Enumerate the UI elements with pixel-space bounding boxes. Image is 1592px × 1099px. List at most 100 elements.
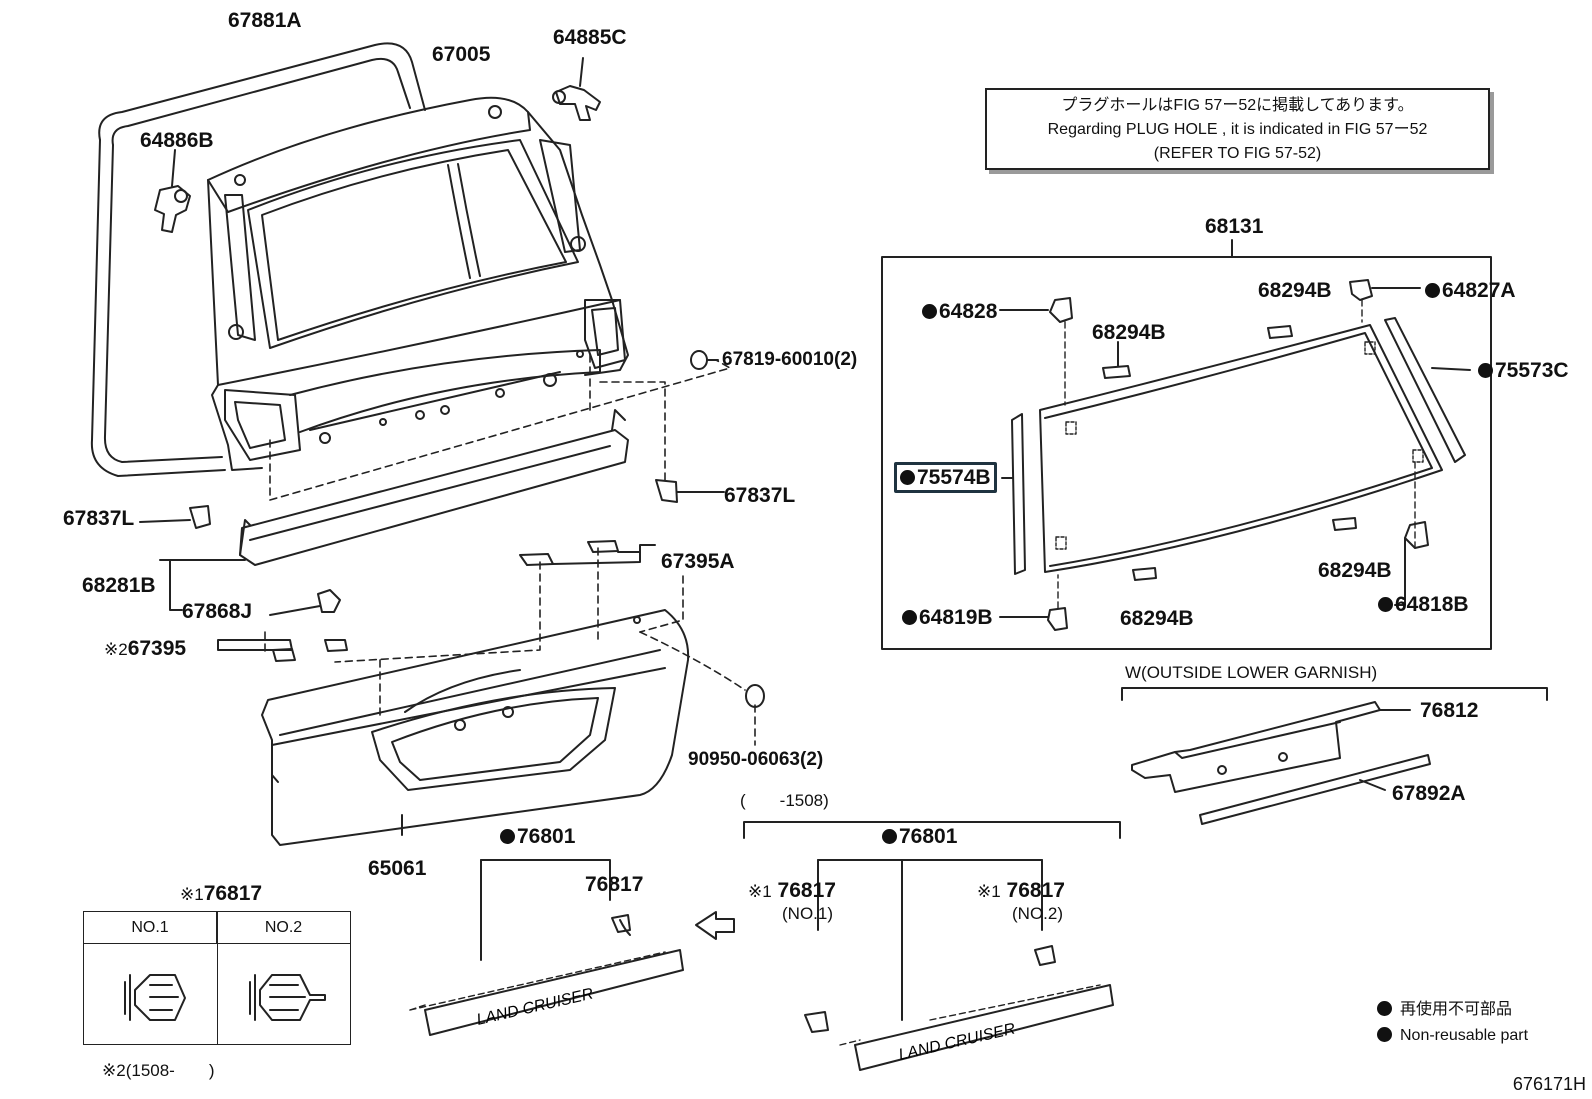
legend-text-ja: 再使用不可部品 — [1400, 1001, 1513, 1018]
mark-76817-table: ※1 — [180, 885, 204, 904]
label-76801-b-text: 76801 — [899, 825, 958, 848]
label-68294B-c[interactable]: 68294B — [1318, 559, 1392, 582]
non-reusable-dot-icon — [902, 610, 917, 625]
label-90950-06063[interactable]: 90950-06063(2) — [688, 749, 824, 770]
label-76817-no2[interactable]: ※1 76817 — [977, 880, 1065, 901]
mark-76817-no1: ※1 — [748, 882, 772, 901]
label-67395A[interactable]: 67395A — [661, 550, 735, 573]
non-reusable-dot-icon — [1478, 363, 1493, 378]
emblem-text-right: LAND CRUISER — [897, 1020, 1017, 1063]
hinge-64886B — [154, 149, 191, 233]
emblem-left — [409, 914, 684, 1036]
label-64886B[interactable]: 64886B — [140, 129, 214, 152]
pad-67395 — [217, 639, 348, 662]
table-header-no1: NO.1 — [84, 912, 217, 944]
clip-no2-icon — [249, 974, 326, 1021]
trim-68281B — [239, 409, 629, 566]
note-line-en: Regarding PLUG HOLE , it is indicated in… — [1047, 121, 1428, 138]
label-64885C[interactable]: 64885C — [553, 26, 627, 49]
label-76801-a-text: 76801 — [517, 825, 576, 848]
clip-type-table: NO.1 NO.2 — [83, 911, 351, 1045]
clip-no1-icon — [124, 974, 186, 1021]
fastener-64819B — [999, 574, 1068, 631]
footnote-2: ※2(1508- ) — [102, 1061, 215, 1080]
label-68294B-d[interactable]: 68294B — [1120, 607, 1194, 630]
label-68281B[interactable]: 68281B — [82, 574, 156, 597]
label-67837L-right[interactable]: 67837L — [724, 484, 796, 507]
label-65061[interactable]: 65061 — [368, 857, 427, 880]
label-64827A[interactable]: 64827A — [1425, 280, 1516, 301]
non-reusable-dot-icon — [1378, 597, 1393, 612]
label-64819B[interactable]: 64819B — [902, 607, 993, 628]
fastener-64818B — [1394, 461, 1429, 606]
table-divider — [217, 912, 218, 1044]
label-64827A-text: 64827A — [1442, 279, 1516, 302]
garnish-title: W(OUTSIDE LOWER GARNISH) — [1125, 663, 1378, 682]
legend-text-en: Non-reusable part — [1400, 1027, 1529, 1044]
label-75573C[interactable]: 75573C — [1478, 360, 1569, 381]
label-76801-b[interactable]: 76801 — [882, 826, 957, 847]
non-reusable-dot-icon — [1377, 1027, 1392, 1042]
fastener-64828 — [999, 297, 1073, 406]
label-67881A[interactable]: 67881A — [228, 9, 302, 32]
pad-67395A — [519, 540, 656, 566]
hinge-67837L-left — [139, 505, 211, 529]
figure-code: 676171H — [1512, 1074, 1586, 1094]
fastener-64827A — [1349, 279, 1421, 323]
molding-75574B — [1001, 413, 1026, 575]
back-window-glass — [1039, 324, 1443, 573]
label-76817-no1-text: 76817 — [777, 879, 836, 902]
label-67868J[interactable]: 67868J — [182, 600, 253, 623]
non-reusable-dot-icon — [1377, 1001, 1392, 1016]
label-64828[interactable]: 64828 — [922, 301, 997, 322]
label-67819-60010[interactable]: 67819-60010(2) — [722, 349, 858, 370]
label-64818B[interactable]: 64818B — [1378, 594, 1469, 615]
direction-arrow — [695, 911, 735, 940]
garnish-65061 — [261, 609, 690, 846]
plug-hole-note: プラグホールはFIG 57ー52に掲載してあります。 Regarding PLU… — [985, 88, 1490, 170]
non-reusable-dot-icon — [1425, 283, 1440, 298]
stopper-67819 — [690, 350, 719, 370]
mark-67395: ※2 — [104, 640, 128, 659]
label-67005[interactable]: 67005 — [432, 43, 491, 66]
label-68294B-a[interactable]: 68294B — [1258, 279, 1332, 302]
legend-item-en: Non-reusable part — [1377, 1023, 1528, 1049]
label-67892A[interactable]: 67892A — [1392, 782, 1466, 805]
label-76817-no2-text: 76817 — [1006, 879, 1065, 902]
back-door-67005 — [207, 96, 629, 471]
non-reusable-dot-icon — [882, 829, 897, 844]
mark-76817-no2: ※1 — [977, 882, 1001, 901]
label-67395[interactable]: ※267395 — [104, 638, 186, 659]
table-header-no2: NO.2 — [217, 912, 350, 944]
sub-76817-no2: (NO.2) — [1012, 904, 1063, 923]
label-75574B-text: 75574B — [917, 466, 991, 489]
legend: 再使用不可部品 Non-reusable part — [1377, 997, 1528, 1049]
range-label-1508: ( -1508) — [740, 791, 829, 810]
emblem-text-left: LAND CRUISER — [475, 985, 595, 1028]
seal-67892A — [1199, 754, 1431, 825]
garnish-76812 — [1131, 701, 1411, 793]
label-75574B[interactable]: 75574B — [894, 462, 997, 493]
label-64828-text: 64828 — [939, 300, 998, 323]
legend-item-ja: 再使用不可部品 — [1377, 997, 1528, 1023]
hinge-64885C — [552, 57, 601, 121]
weatherstrip-67881A — [90, 42, 426, 477]
label-76812[interactable]: 76812 — [1420, 699, 1479, 722]
label-67395-text: 67395 — [127, 637, 187, 660]
label-76817-table[interactable]: ※176817 — [180, 883, 262, 904]
label-67837L-left[interactable]: 67837L — [63, 507, 135, 530]
label-68294B-b[interactable]: 68294B — [1092, 321, 1166, 344]
spacers-68294B — [1102, 325, 1357, 581]
non-reusable-dot-icon — [922, 304, 937, 319]
label-76801-a[interactable]: 76801 — [500, 826, 575, 847]
label-76817-table-text: 76817 — [203, 882, 263, 905]
non-reusable-dot-icon — [900, 470, 915, 485]
label-75573C-text: 75573C — [1495, 359, 1569, 382]
label-76817-a[interactable]: 76817 — [585, 873, 644, 896]
hinge-67837L-right — [655, 479, 725, 503]
label-68131[interactable]: 68131 — [1205, 215, 1264, 238]
label-76817-no1[interactable]: ※1 76817 — [748, 880, 836, 901]
molding-75573C — [1384, 317, 1471, 463]
note-line-ja: プラグホールはFIG 57ー52に掲載してあります。 — [1061, 97, 1414, 114]
